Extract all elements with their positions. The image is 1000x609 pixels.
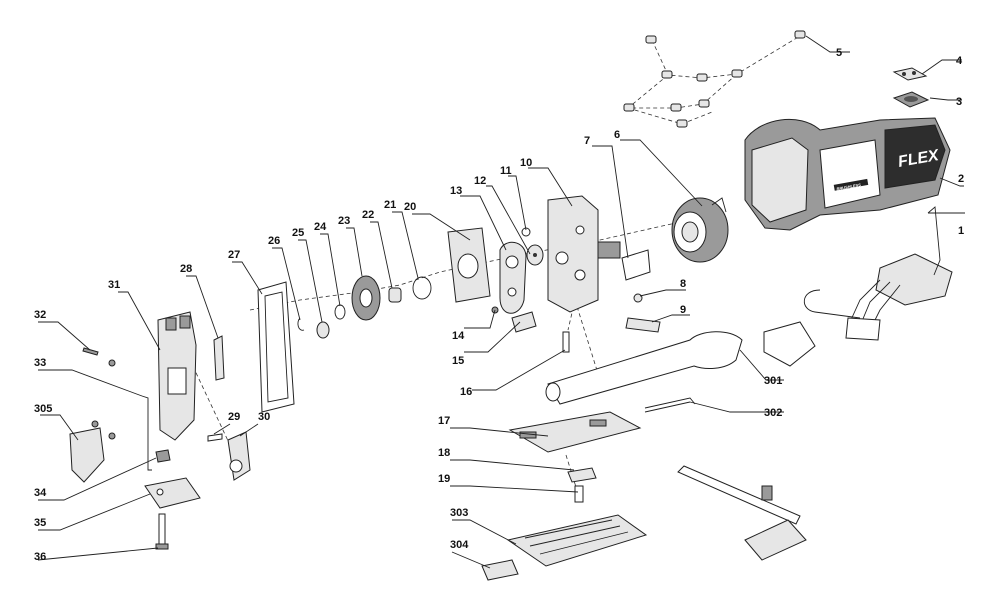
part-21-ring (412, 276, 432, 300)
guide-rail-accessory (677, 465, 807, 561)
callout-7: 7 (584, 135, 590, 147)
callout-21: 21 (384, 199, 396, 211)
callout-301: 301 (764, 375, 782, 387)
callout-labels: 1 2 3 4 5 6 7 8 9 10 11 12 13 14 15 16 1… (34, 47, 964, 563)
callout-25: 25 (292, 227, 304, 239)
screw-set (623, 30, 806, 128)
part-303-shoe (506, 514, 648, 567)
part-9-pin (625, 317, 661, 333)
part-27-gasket (257, 281, 295, 413)
part-301-dust-tube (545, 331, 743, 405)
callout-1: 1 (958, 225, 964, 237)
part-25-bearing (316, 321, 330, 339)
callout-19: 19 (438, 473, 450, 485)
part-22-bushing (388, 287, 402, 303)
callout-34: 34 (34, 487, 47, 499)
part-15-bracket (511, 311, 537, 333)
callout-33: 33 (34, 357, 46, 369)
callout-9: 9 (680, 304, 686, 316)
part-20-counterweight (447, 227, 491, 303)
callout-18: 18 (438, 447, 450, 459)
callout-31: 31 (108, 279, 120, 291)
part-6-motor (671, 197, 729, 263)
part-17-base-plate (508, 411, 642, 453)
callout-305: 305 (34, 403, 52, 415)
part-16-pin (562, 331, 570, 353)
callout-8: 8 (680, 278, 686, 290)
callout-36: 36 (34, 551, 46, 563)
part-36-bolt (155, 513, 169, 550)
callout-12: 12 (474, 175, 486, 187)
part-33-wire-spring (141, 395, 152, 471)
part-24-washer (334, 304, 346, 320)
part-34-roller (155, 449, 171, 463)
callout-35: 35 (34, 517, 46, 529)
callout-4: 4 (956, 55, 963, 67)
part-26-clip (297, 317, 305, 331)
part-13-plate (499, 241, 527, 314)
part-8-screw (633, 293, 643, 303)
callout-29: 29 (228, 411, 240, 423)
part-304-insert (481, 559, 519, 581)
callout-32: 32 (34, 309, 46, 321)
callout-14: 14 (452, 330, 465, 342)
callout-16: 16 (460, 386, 472, 398)
part-35-support (144, 477, 201, 509)
callout-27: 27 (228, 249, 240, 261)
part-3-switch-button (892, 91, 930, 108)
callout-5: 5 (836, 47, 842, 59)
part-7-gear (591, 241, 651, 281)
part-32-screws (82, 347, 116, 367)
callout-3: 3 (956, 96, 962, 108)
callout-30: 30 (258, 411, 270, 423)
callout-22: 22 (362, 209, 374, 221)
callout-303: 303 (450, 507, 468, 519)
callout-28: 28 (180, 263, 192, 275)
callout-26: 26 (268, 235, 280, 247)
callout-2: 2 (958, 173, 964, 185)
part-305-cover (69, 420, 116, 483)
part-1-control-board (763, 253, 953, 367)
callout-6: 6 (614, 129, 620, 141)
callout-302: 302 (764, 407, 782, 419)
part-302-hex-key (644, 397, 696, 413)
part-28-spring (213, 335, 225, 381)
part-31-plunger-housing (157, 311, 197, 441)
callout-23: 23 (338, 215, 350, 227)
callout-10: 10 (520, 157, 532, 169)
part-2-motor-housing: FLEX BRUSHLESS (744, 117, 951, 231)
callout-20: 20 (404, 201, 416, 213)
part-12-disc (526, 244, 544, 266)
part-18-pad (567, 467, 597, 483)
brushless-badge: BRUSHLESS (836, 182, 861, 191)
leader-lines (37, 35, 965, 569)
part-10-gear-housing (547, 195, 599, 313)
part-23-gear-wheel (351, 275, 381, 321)
part-19-screw (574, 485, 584, 503)
callout-24: 24 (314, 221, 327, 233)
callout-17: 17 (438, 415, 450, 427)
callout-304: 304 (450, 539, 469, 551)
part-29-pin (207, 433, 223, 442)
callout-13: 13 (450, 185, 462, 197)
part-30-roller-bracket (227, 431, 251, 481)
callout-15: 15 (452, 355, 464, 367)
callout-11: 11 (500, 165, 512, 177)
part-4-clip (892, 67, 928, 81)
